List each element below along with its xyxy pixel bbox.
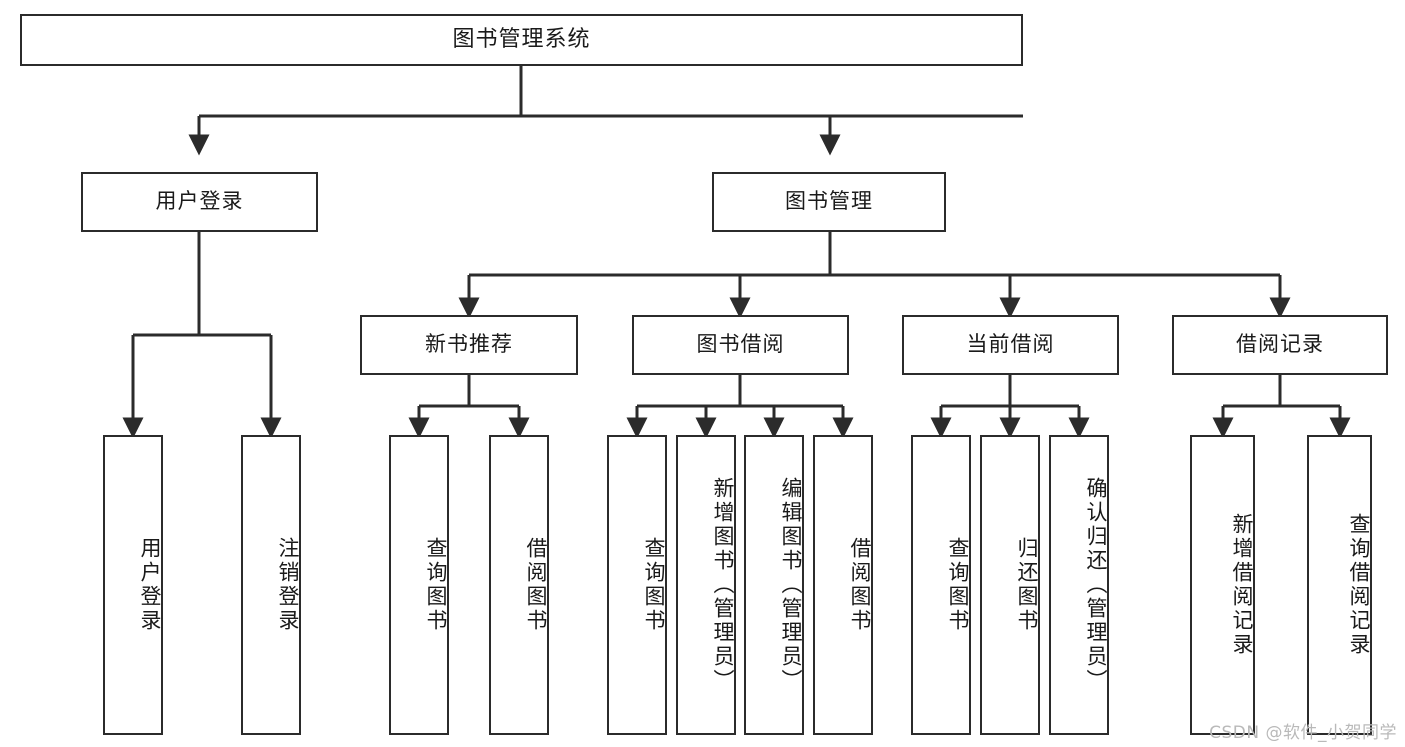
leaf-user-login-logout[interactable]: 注销登录 (241, 435, 301, 735)
leaf-label: 归还图书 (1015, 537, 1039, 633)
leaf-label: 新增借阅记录 (1230, 513, 1254, 657)
node-book-borrow[interactable]: 图书借阅 (632, 315, 849, 375)
leaf-current-borrow-confirm-return-admin[interactable]: 确认归还（管理员） (1049, 435, 1109, 735)
node-user-login[interactable]: 用户登录 (81, 172, 318, 232)
node-new-book-recommend[interactable]: 新书推荐 (360, 315, 578, 375)
node-current-borrow-label: 当前借阅 (966, 332, 1055, 357)
leaf-label: 查询借阅记录 (1347, 513, 1371, 657)
csdn-watermark: CSDN @软件_小贺同学 (1209, 723, 1397, 743)
node-book-management-label: 图书管理 (785, 189, 873, 214)
leaf-current-borrow-query-book[interactable]: 查询图书 (911, 435, 971, 735)
leaf-borrow-record-add-record[interactable]: 新增借阅记录 (1190, 435, 1255, 735)
leaf-borrow-record-query-record[interactable]: 查询借阅记录 (1307, 435, 1372, 735)
node-book-borrow-label: 图书借阅 (696, 332, 785, 357)
leaf-label: 用户登录 (138, 537, 162, 633)
leaf-label: 借阅图书 (524, 537, 548, 633)
node-current-borrow[interactable]: 当前借阅 (902, 315, 1119, 375)
leaf-label: 新增图书（管理员） (711, 477, 735, 693)
leaf-book-borrow-add-book-admin[interactable]: 新增图书（管理员） (676, 435, 736, 735)
leaf-label: 确认归还（管理员） (1084, 477, 1108, 693)
leaf-label: 查询图书 (424, 537, 448, 633)
leaf-label: 注销登录 (276, 537, 300, 633)
node-user-login-label: 用户登录 (155, 189, 244, 214)
leaf-new-book-query-book[interactable]: 查询图书 (389, 435, 449, 735)
leaf-book-borrow-query-book[interactable]: 查询图书 (607, 435, 667, 735)
leaf-label: 查询图书 (642, 537, 666, 633)
node-root-book-management-system[interactable]: 图书管理系统 (20, 14, 1023, 66)
node-root-label: 图书管理系统 (452, 26, 591, 52)
leaf-current-borrow-return-book[interactable]: 归还图书 (980, 435, 1040, 735)
node-book-management[interactable]: 图书管理 (712, 172, 946, 232)
node-borrow-record[interactable]: 借阅记录 (1172, 315, 1388, 375)
node-borrow-record-label: 借阅记录 (1236, 332, 1324, 357)
leaf-label: 编辑图书（管理员） (779, 477, 803, 693)
node-new-book-recommend-label: 新书推荐 (425, 332, 513, 357)
leaf-new-book-borrow-book[interactable]: 借阅图书 (489, 435, 549, 735)
leaf-book-borrow-edit-book-admin[interactable]: 编辑图书（管理员） (744, 435, 804, 735)
leaf-user-login-login[interactable]: 用户登录 (103, 435, 163, 735)
leaf-label: 查询图书 (946, 537, 970, 633)
leaf-label: 借阅图书 (848, 537, 872, 633)
leaf-book-borrow-borrow-book[interactable]: 借阅图书 (813, 435, 873, 735)
